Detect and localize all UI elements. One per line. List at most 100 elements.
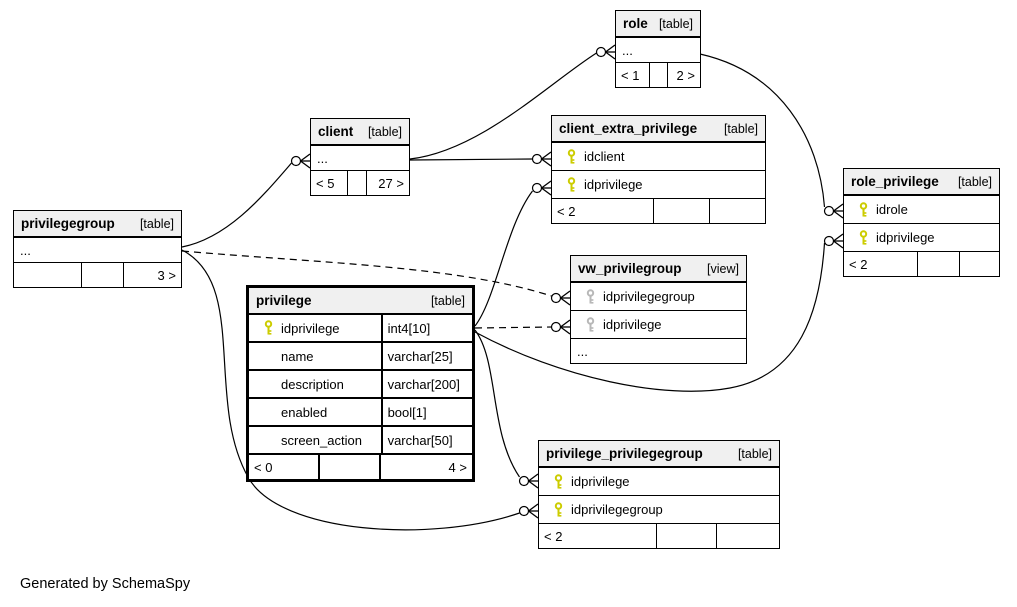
crows-foot-icon	[528, 473, 539, 482]
crows-foot-icon	[528, 480, 539, 489]
column-name: idrole	[876, 202, 908, 217]
column-row-name[interactable]: name varchar[25]	[249, 343, 472, 371]
relationship-count-footer: < 2	[552, 199, 765, 223]
parents-count	[710, 199, 765, 223]
entity-header[interactable]: client_extra_privilege[table]	[552, 116, 765, 143]
zero-or-one-circle-icon	[531, 153, 543, 165]
entity-header[interactable]: client[table]	[311, 119, 409, 146]
entity-name: role	[623, 16, 648, 31]
column-name: idprivilegegroup	[603, 289, 695, 304]
column-row-idprivilege[interactable]: idprivilege int4[10]	[249, 315, 472, 343]
key-icon-cell	[850, 201, 876, 218]
zero-or-one-circle-icon	[518, 475, 530, 487]
key-icon-cell	[558, 176, 584, 193]
column-type: bool[1]	[380, 399, 472, 425]
column-row-idprivilege[interactable]: idprivilege	[571, 311, 746, 339]
entity-kind-badge: [table]	[658, 17, 693, 31]
entity-kind-badge: [table]	[139, 217, 174, 231]
entity-header[interactable]: privilegegroup[table]	[14, 211, 181, 238]
crows-foot-icon	[605, 51, 616, 60]
entity-kind-badge: [table]	[737, 447, 772, 461]
key-icon	[554, 501, 562, 517]
column-row-idprivilege[interactable]: idprivilege	[539, 468, 779, 496]
crows-foot-icon	[833, 203, 844, 212]
entity-name: client_extra_privilege	[559, 121, 698, 136]
entity-kind-badge: [table]	[367, 125, 402, 139]
key-icon-cell	[850, 229, 876, 246]
footer-spacer	[650, 63, 669, 87]
parents-count: 3 >	[157, 267, 176, 283]
table-privilege_privilegegroup[interactable]: privilege_privilegegroup [table] idprivile…	[538, 440, 780, 549]
crows-foot-icon	[560, 319, 571, 328]
column-name: description	[281, 376, 344, 392]
entity-header[interactable]: vw_privilegroup[view]	[571, 256, 746, 283]
zero-or-one-circle-icon	[290, 155, 302, 167]
key-icon	[859, 229, 867, 245]
crows-foot-icon	[833, 240, 844, 249]
crows-foot-icon	[300, 153, 311, 162]
column-name: name	[281, 348, 314, 364]
table-privilege[interactable]: privilege[table] idprivilege int4[10] name v…	[246, 285, 475, 482]
relationship-edge-privilege-to-role_privilege	[474, 233, 844, 392]
parents-count: 2 >	[676, 67, 695, 83]
column-row-idrole[interactable]: idrole	[844, 196, 999, 224]
column-type: int4[10]	[380, 315, 472, 341]
column-row-idclient[interactable]: idclient	[552, 143, 765, 171]
children-count: < 2	[539, 524, 657, 548]
table-privilegegroup[interactable]: privilegegroup[table]...3 >	[13, 210, 182, 288]
relationship-count-footer: 3 >	[14, 263, 181, 287]
table-client_extra_privilege[interactable]: client_extra_privilege[table] idclient idp…	[551, 115, 766, 224]
key-icon-cell	[558, 148, 584, 165]
crows-foot-icon	[300, 160, 311, 169]
zero-or-one-circle-icon	[518, 505, 530, 517]
column-type: varchar[25]	[380, 343, 472, 369]
column-row-idprivilegegroup[interactable]: idprivilegegroup	[539, 496, 779, 524]
relationship-edge-privilegegroup-to-vw_privilegroup	[181, 250, 571, 306]
zero-or-one-circle-icon	[823, 205, 835, 217]
zero-or-one-circle-icon	[550, 321, 562, 333]
column-name: screen_action	[281, 432, 362, 448]
children-count: < 1	[616, 63, 650, 87]
column-name: idprivilege	[281, 320, 340, 336]
zero-or-one-circle-icon	[823, 235, 835, 247]
view-vw_privilegroup[interactable]: vw_privilegroup[view] idprivilegegroup idp…	[570, 255, 747, 364]
children-count: < 2	[844, 252, 919, 276]
entity-header[interactable]: role_privilege[table]	[844, 169, 999, 196]
hidden-columns-row: ...	[311, 146, 409, 171]
entity-header[interactable]: privilege[table]	[249, 288, 472, 315]
entity-header[interactable]: role [table]	[616, 11, 700, 38]
crows-foot-icon	[560, 297, 571, 306]
column-name: idprivilege	[876, 230, 935, 245]
key-icon	[586, 316, 594, 332]
crows-foot-icon	[528, 510, 539, 519]
relationship-edge-client-to-client_extra_privilege	[409, 151, 552, 167]
entity-name: privilege	[256, 293, 312, 308]
key-icon	[586, 288, 594, 304]
key-icon-cell	[255, 320, 281, 336]
entity-name: privilege_privilegegroup	[546, 446, 703, 461]
column-row-enabled[interactable]: enabled bool[1]	[249, 399, 472, 427]
key-icon-cell	[545, 501, 571, 518]
children-count: < 2	[552, 199, 655, 223]
column-row-idprivilege[interactable]: idprivilege	[552, 171, 765, 199]
crows-foot-icon	[560, 290, 571, 299]
relationship-edge-privilegegroup-to-client	[181, 153, 311, 248]
table-role_privilege[interactable]: role_privilege[table]idrole idprivilege < …	[843, 168, 1000, 277]
entity-header[interactable]: privilege_privilegegroup [table]	[539, 441, 779, 468]
column-row-idprivilege[interactable]: idprivilege	[844, 224, 999, 252]
key-icon	[264, 320, 272, 335]
footer-spacer	[320, 455, 381, 479]
column-name: idclient	[584, 149, 625, 164]
relationship-count-footer: < 1 2 >	[616, 63, 700, 87]
footer-spacer	[82, 263, 125, 287]
column-name: idprivilege	[603, 317, 662, 332]
column-name: idprivilege	[571, 474, 630, 489]
column-row-idprivilegegroup[interactable]: idprivilegegroup	[571, 283, 746, 311]
column-name: enabled	[281, 404, 328, 420]
